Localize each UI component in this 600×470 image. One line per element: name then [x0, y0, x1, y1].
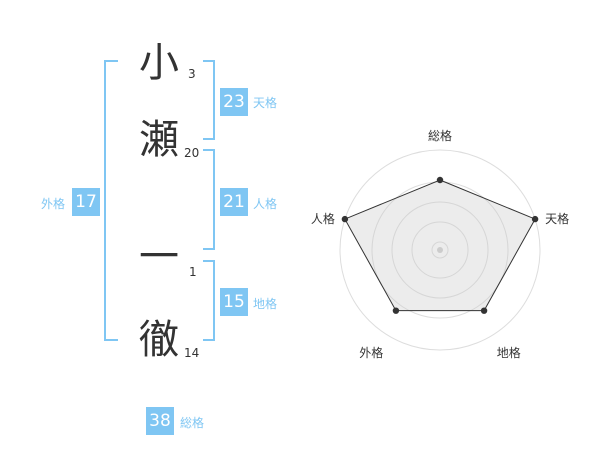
chikaku-value: 15	[220, 288, 248, 316]
jinkaku-bracket	[203, 149, 215, 250]
radar-point-3	[480, 307, 488, 314]
jinkaku-label: 人格	[253, 197, 278, 211]
radar-ring-3	[391, 201, 489, 299]
stroke-count-4: 14	[184, 346, 200, 360]
radar-axis-label: 人格	[311, 211, 335, 226]
radar-center-dot	[437, 247, 443, 253]
name-char-3: 一	[139, 234, 179, 280]
tenkaku-bracket	[203, 60, 215, 140]
chikaku-label: 地格	[253, 297, 278, 311]
name-char-1: 小	[139, 40, 179, 86]
name-char-4: 徹	[139, 317, 179, 363]
tenkaku-label: 天格	[253, 96, 278, 110]
radar-point-1	[436, 176, 444, 184]
radar-axis-label: 天格	[545, 211, 569, 226]
chikaku-bracket	[203, 260, 215, 341]
radar-ring-4	[371, 181, 509, 319]
radar-point-5	[341, 215, 349, 223]
radar-ring-2	[411, 221, 469, 279]
radar-point-2	[531, 215, 539, 223]
radar-point-4	[392, 307, 400, 314]
stroke-count-3: 1	[189, 265, 197, 279]
gaikaku-bracket	[104, 60, 118, 341]
soukaku-label: 総格	[180, 416, 205, 430]
soukaku-value: 38	[146, 407, 174, 435]
gaikaku-value: 17	[72, 188, 100, 216]
stroke-count-2: 20	[184, 146, 200, 160]
jinkaku-value: 21	[220, 188, 248, 216]
radar-ring-1	[431, 241, 449, 259]
radar-polygon	[344, 179, 536, 312]
radar-ring-outer	[339, 149, 541, 351]
name-char-2: 瀬	[139, 117, 179, 163]
radar-axis-label: 総格	[428, 128, 452, 143]
tenkaku-value: 23	[220, 88, 248, 116]
gaikaku-label: 外格	[41, 197, 66, 211]
stroke-count-1: 3	[188, 67, 196, 81]
radar-axis-label: 地格	[497, 345, 521, 360]
radar-axis-label: 外格	[359, 345, 383, 360]
